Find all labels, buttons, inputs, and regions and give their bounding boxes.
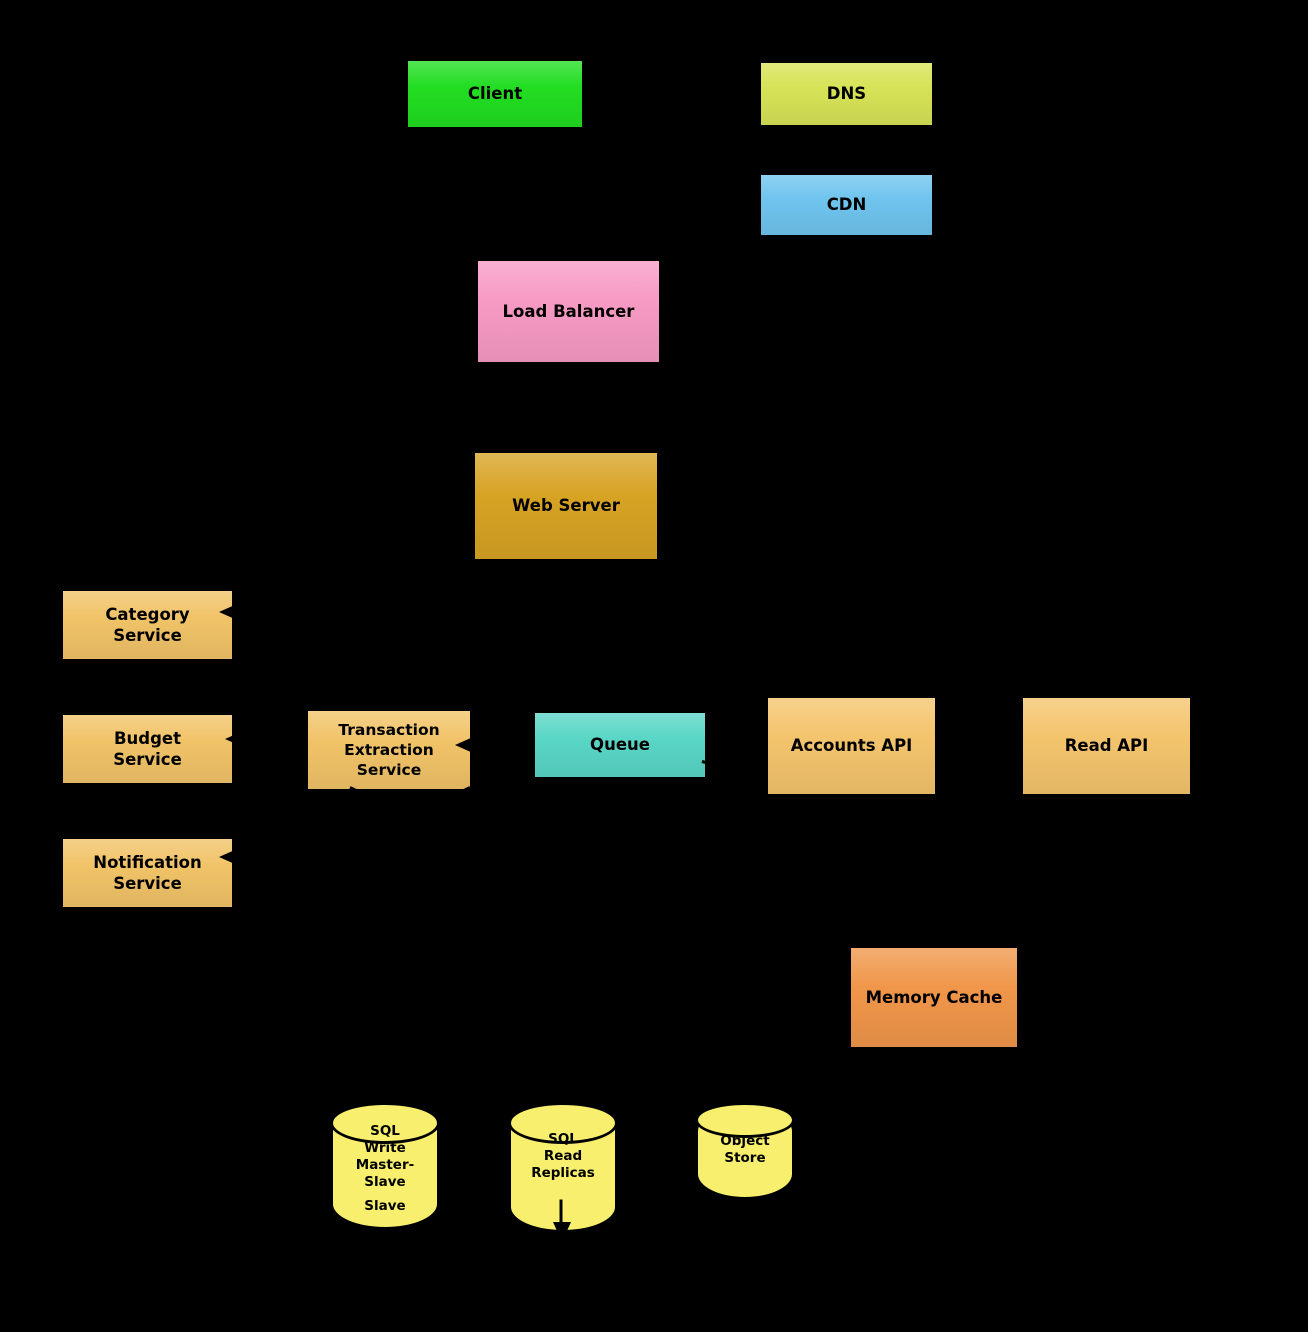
node-memory-cache: Memory Cache bbox=[848, 945, 1020, 1050]
node-object-store: Object Store bbox=[695, 1102, 795, 1200]
node-object-store-label: Object Store bbox=[720, 1133, 770, 1166]
node-category-service-label: Category Service bbox=[105, 604, 190, 645]
node-sql-read-replicas: SQL Read Replicas bbox=[508, 1102, 618, 1233]
node-client-label: Client bbox=[467, 84, 523, 104]
node-cdn-label: CDN bbox=[826, 195, 867, 215]
node-sql-write-master-slave: SQL Write Master- Slave Slave bbox=[330, 1102, 440, 1230]
node-notification-service-label: Notification Service bbox=[93, 852, 202, 893]
node-cdn: CDN bbox=[758, 172, 935, 238]
node-transaction-extraction-service-label: Transaction Extraction Service bbox=[338, 720, 440, 780]
node-sql-write-back-label: Slave bbox=[364, 1198, 406, 1214]
node-read-api: Read API bbox=[1020, 695, 1193, 797]
node-sql-write-label: SQL Write Master- Slave bbox=[355, 1123, 415, 1190]
node-dns-label: DNS bbox=[826, 84, 867, 104]
node-memory-cache-label: Memory Cache bbox=[865, 987, 1003, 1007]
node-accounts-api-label: Accounts API bbox=[790, 736, 913, 756]
node-load-balancer-label: Load Balancer bbox=[502, 301, 635, 321]
node-accounts-api: Accounts API bbox=[765, 695, 938, 797]
node-budget-service-label: Budget Service bbox=[113, 728, 182, 769]
node-sql-read-replicas-label: SQL Read Replicas bbox=[531, 1131, 595, 1181]
node-load-balancer: Load Balancer bbox=[475, 258, 662, 365]
node-queue: Queue bbox=[532, 710, 708, 780]
node-dns: DNS bbox=[758, 60, 935, 128]
arrowhead-into-category-service bbox=[219, 604, 237, 620]
node-web-server: Web Server bbox=[472, 450, 660, 562]
node-transaction-extraction-service: Transaction Extraction Service bbox=[305, 708, 473, 792]
arrowhead-into-transaction-service bbox=[455, 737, 473, 753]
node-queue-label: Queue bbox=[590, 735, 650, 755]
arrowhead-into-budget-service bbox=[225, 731, 243, 747]
node-web-server-label: Web Server bbox=[512, 496, 620, 516]
node-read-api-label: Read API bbox=[1064, 736, 1149, 756]
cylinder-cap bbox=[508, 1102, 618, 1144]
node-notification-service: Notification Service bbox=[60, 836, 235, 910]
node-category-service: Category Service bbox=[60, 588, 235, 662]
arrowhead-into-sql-read-replicas bbox=[553, 1222, 571, 1242]
cylinder-cap bbox=[330, 1102, 440, 1144]
cylinder-cap bbox=[695, 1102, 795, 1138]
arrowhead-into-notification-service bbox=[219, 849, 237, 865]
node-budget-service: Budget Service bbox=[60, 712, 235, 786]
node-client: Client bbox=[405, 58, 585, 130]
